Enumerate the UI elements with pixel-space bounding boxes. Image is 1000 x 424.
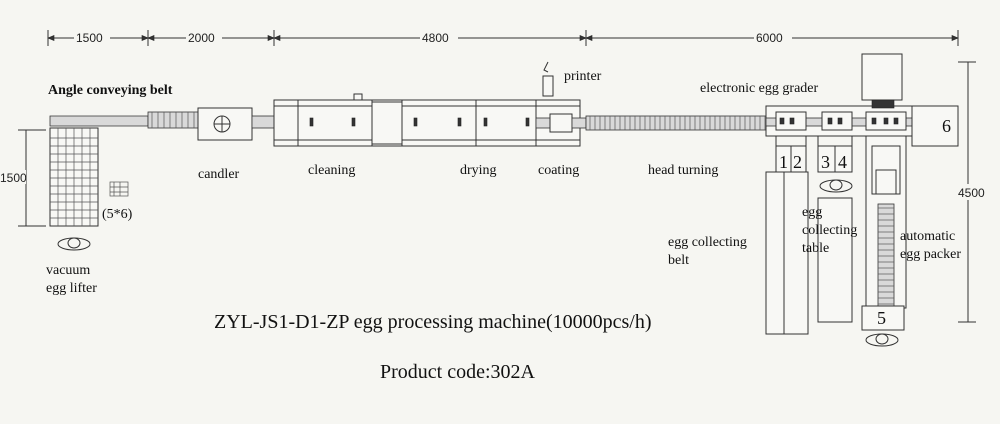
station-4: 4: [838, 152, 847, 172]
label-table: table: [802, 241, 829, 256]
operator-icon-grader: [819, 179, 853, 193]
label-collecting: collecting: [802, 223, 857, 238]
dim-6000: 6000: [756, 31, 783, 45]
station-1: 1: [779, 152, 788, 172]
egg-tray-icon: (5*6): [102, 181, 133, 222]
label-coating: coating: [538, 163, 579, 178]
coating-unit: [535, 113, 587, 133]
operator-icon-packer: [865, 333, 899, 347]
label-printer: printer: [564, 69, 602, 84]
label-electronic-egg-grader: electronic egg grader: [700, 81, 818, 96]
collecting-stations: [775, 136, 853, 173]
operator-icon: [57, 237, 91, 251]
label-candler: candler: [198, 167, 240, 182]
label-head-turning: head turning: [648, 163, 718, 178]
dim-4800: 4800: [422, 31, 449, 45]
dim-1500: 1500: [76, 31, 103, 45]
label-egg-collecting: egg collecting: [668, 235, 747, 250]
label-egg-lifter-count: (5*6): [102, 207, 133, 222]
station-5: 5: [877, 308, 886, 328]
egg-collecting-belt: [765, 171, 809, 335]
egg-collecting-table: [817, 197, 853, 323]
egg-grader-unit: [765, 53, 959, 147]
candler-unit: [197, 107, 275, 141]
label-egg-lifter: egg lifter: [46, 281, 97, 296]
vacuum-egg-lifter: vacuum egg lifter: [46, 127, 99, 296]
dim-right-4500: 4500: [958, 186, 985, 200]
label-vacuum: vacuum: [46, 263, 90, 278]
angle-conveying-belt: [49, 111, 199, 129]
label-belt: belt: [668, 253, 689, 268]
label-egg-packer: egg packer: [900, 247, 961, 262]
left-dimension-line: 1500: [0, 129, 46, 227]
product-code: Product code:302A: [380, 361, 536, 383]
head-turning-conveyor: [585, 115, 767, 131]
right-dimension-line: 4500: [958, 61, 988, 323]
label-egg: egg: [802, 205, 822, 220]
label-angle-conveying-belt: Angle conveying belt: [48, 83, 173, 98]
dim-2000: 2000: [188, 31, 215, 45]
station-2: 2: [793, 152, 802, 172]
label-drying: drying: [460, 163, 497, 178]
diagram-title: ZYL-JS1-D1-ZP egg processing machine(100…: [214, 311, 652, 333]
label-automatic: automatic: [900, 229, 955, 244]
top-dimension-line: 1500 2000 4800 6000: [47, 30, 959, 46]
dim-left-1500: 1500: [0, 171, 27, 185]
label-cleaning: cleaning: [308, 163, 355, 178]
station-3: 3: [821, 152, 830, 172]
station-6: 6: [942, 116, 951, 136]
cleaning-drying-cabinet: [273, 93, 581, 147]
printer-unit: [542, 61, 554, 97]
automatic-egg-packer: [861, 135, 907, 331]
